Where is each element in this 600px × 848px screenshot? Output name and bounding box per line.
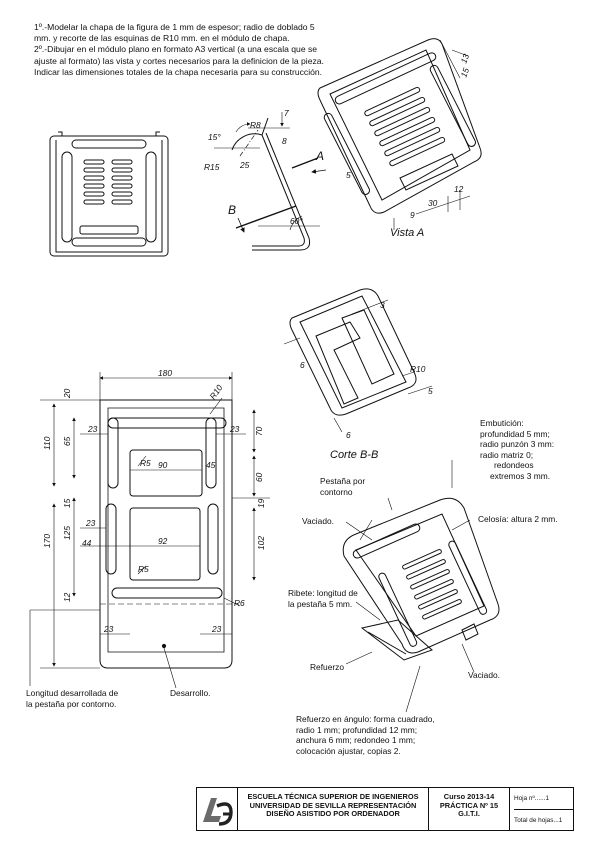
dim-flat-23-ml: 23 [85, 518, 96, 528]
dim-flat-23-tl: 23 [87, 424, 98, 434]
dim-flat-r6: R6 [234, 598, 245, 608]
section-bb-dimensions: 3 6 R10 5 6 Corte B-B [300, 300, 433, 461]
dim-flat-20: 20 [62, 388, 72, 399]
dim-a-9: 9 [410, 210, 415, 220]
flat-pattern-dimensions: 180 20 R10 110 65 23 23 70 R5 90 45 60 1… [42, 368, 266, 634]
dim-a-5: 5 [346, 170, 351, 180]
section-bb [283, 288, 433, 433]
title-block-school: ESCUELA TÉCNICA SUPERIOR DE INGENIEROS U… [238, 788, 429, 830]
dim-side-60deg: 60° [290, 216, 303, 226]
view-a [317, 38, 482, 230]
dim-flat-23-br: 23 [211, 624, 222, 634]
note-refuerzo-angulo: Refuerzo en ángulo: forma cuadrado, radi… [296, 714, 435, 756]
title-block-sheet-info: Hoja nº......1 Total de hojas...1 [510, 788, 573, 830]
view-a-louvers [364, 86, 446, 167]
note-celosia: Celosía: altura 2 mm. [478, 514, 558, 524]
dim-flat-12: 12 [62, 592, 72, 602]
dim-bb-5: 5 [428, 386, 433, 396]
dim-flat-r5-top: R5 [140, 458, 151, 468]
sheet-number: Hoja nº......1 [514, 788, 573, 810]
dim-flat-r5-bottom: R5 [138, 564, 149, 574]
dim-a-15: 15 [458, 66, 471, 78]
dim-bb-3: 3 [380, 300, 385, 310]
dim-flat-92: 92 [158, 536, 168, 546]
dim-flat-125: 125 [62, 526, 72, 540]
section-bb-title: Corte B-B [330, 449, 378, 461]
dim-flat-23-tr: 23 [229, 424, 240, 434]
dim-flat-60: 60 [254, 472, 264, 482]
view-a-title: Vista A [390, 227, 424, 239]
front-louvers [83, 159, 133, 205]
dim-side-25: 25 [239, 160, 250, 170]
view-arrow-a-label: A [315, 149, 324, 163]
dim-flat-45: 45 [206, 460, 216, 470]
flat-pattern [40, 372, 270, 669]
dim-flat-70: 70 [254, 426, 264, 436]
view-a-dimensions: 13 15 5 9 30 12 Vista A [346, 52, 471, 239]
dim-side-r15: R15 [204, 162, 220, 172]
side-view-dimensions: 15° R8 7 8 R15 25 60° A B [204, 108, 324, 226]
dim-side-15deg: 15° [208, 132, 221, 142]
dim-side-8: 8 [282, 136, 287, 146]
note-longitud-desarrollada: Longitud desarrollada de la pestaña por … [26, 688, 119, 709]
dim-flat-15: 15 [62, 498, 72, 508]
dim-flat-170: 170 [42, 534, 52, 548]
dim-a-12: 12 [454, 184, 464, 194]
section-arrow-b-label: B [228, 203, 236, 217]
note-vaciado-top: Vaciado. [302, 516, 334, 526]
title-block: ESCUELA TÉCNICA SUPERIOR DE INGENIEROS U… [196, 787, 574, 831]
dim-a-13: 13 [458, 52, 471, 64]
logo-icon [203, 798, 233, 826]
note-refuerzo: Refuerzo [310, 662, 344, 672]
dim-flat-19: 19 [256, 498, 266, 508]
dim-flat-90: 90 [158, 460, 168, 470]
instruction-1: 1º.-Modelar la chapa de la figura de 1 m… [34, 22, 315, 44]
dim-flat-102: 102 [256, 536, 266, 550]
dim-side-r8: R8 [250, 120, 261, 130]
dim-flat-23-bl: 23 [103, 624, 114, 634]
instruction-2: 2º.-Dibujar en el módulo plano en format… [34, 44, 324, 77]
iso-louvers [402, 549, 462, 620]
note-ribete: Ribete: longitud de la pestaña 5 mm. [288, 588, 358, 609]
title-block-course: Curso 2013-14 PRÁCTICA Nº 15 G.I.T.I. [429, 788, 510, 830]
note-embuticion: Embutición: profundidad 5 mm; radio punz… [480, 418, 555, 481]
dim-bb-6-bottom: 6 [346, 430, 351, 440]
iso-view [342, 460, 500, 713]
school-logo [197, 788, 238, 830]
front-view [49, 131, 169, 257]
dim-bb-6-left: 6 [300, 360, 305, 370]
note-desarrollo: Desarrollo. [170, 688, 211, 698]
dim-flat-180: 180 [158, 368, 172, 378]
dim-flat-65: 65 [62, 436, 72, 446]
note-vaciado-bottom: Vaciado. [468, 670, 500, 680]
side-view [214, 112, 327, 251]
dim-side-7: 7 [284, 108, 289, 118]
instructions: 1º.-Modelar la chapa de la figura de 1 m… [34, 22, 326, 78]
dim-flat-110: 110 [42, 436, 52, 450]
total-sheets: Total de hojas...1 [514, 817, 563, 824]
dim-bb-r10: R10 [410, 364, 426, 374]
note-pestana: Pestaña por contorno [320, 476, 366, 497]
dim-flat-44: 44 [82, 538, 92, 548]
dim-a-30: 30 [428, 198, 438, 208]
